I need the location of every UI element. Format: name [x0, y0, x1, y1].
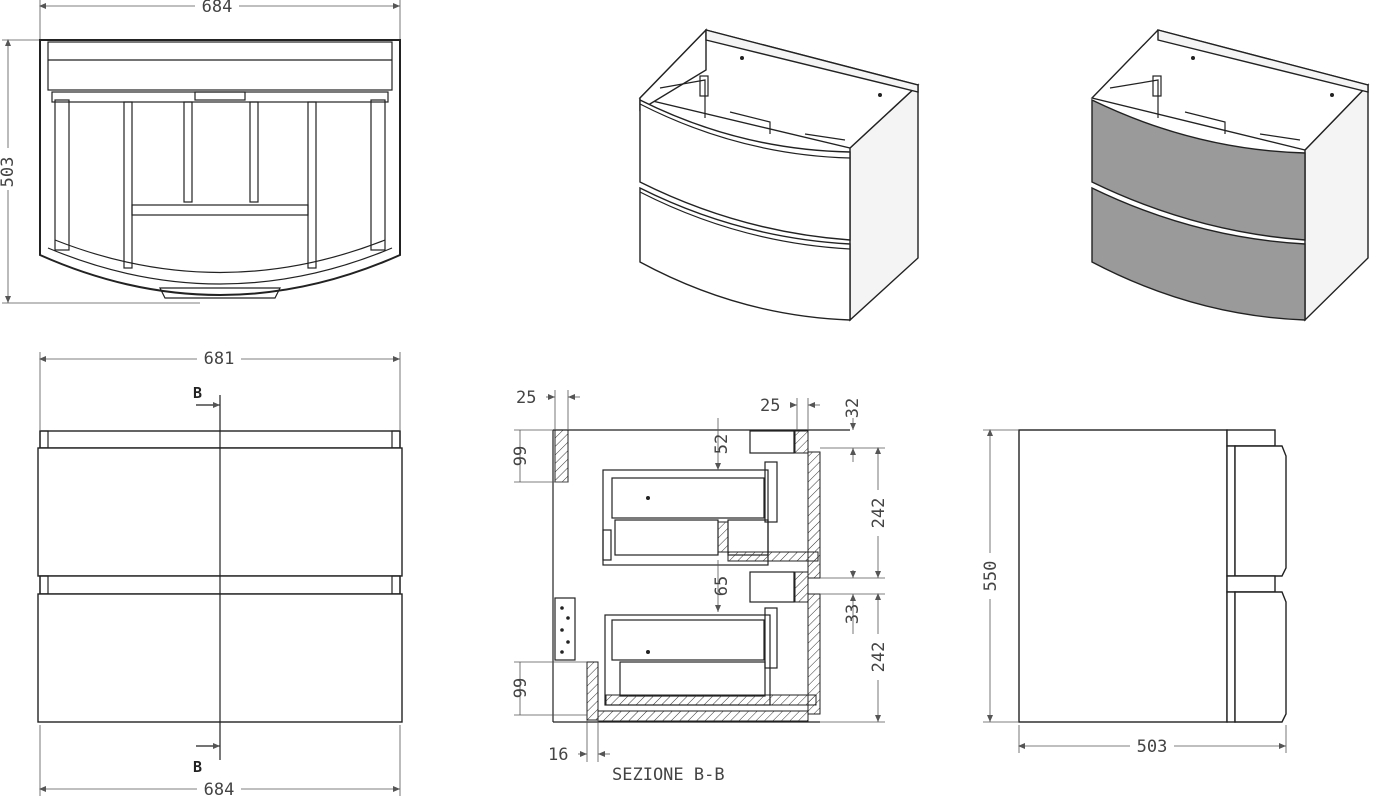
perspective-white	[638, 28, 920, 322]
dim-top-right-b: 32	[843, 398, 863, 418]
top-view: 684 503	[0, 0, 401, 304]
side-view: 550 503	[980, 429, 1287, 757]
dim-top-left: 25	[516, 388, 536, 408]
dim-top-right-a: 25	[760, 396, 780, 416]
section-caption: SEZIONE B-B	[612, 765, 725, 785]
front-view: 681 B B 684	[37, 349, 403, 799]
dim-drawer-mid-gap: 33	[843, 604, 863, 624]
dim-drawer-bottom: 242	[869, 642, 889, 673]
top-outline	[39, 39, 401, 296]
front-top-width-label: 681	[204, 349, 235, 369]
top-width-label: 684	[202, 0, 233, 17]
side-body	[1018, 429, 1228, 723]
dim-gap-top: 52	[712, 434, 732, 454]
side-height-label: 550	[981, 561, 1001, 592]
dim-left-top: 99	[511, 446, 531, 466]
dim-drawer-top: 242	[869, 498, 889, 529]
dim-gap-mid: 65	[712, 576, 732, 596]
section-mark-bottom: B	[193, 758, 202, 776]
section-view: 25 25 32 99 99 52 65 242 33 242	[511, 388, 889, 785]
dim-left-bottom: 99	[511, 678, 531, 698]
front-bottom-width-label: 684	[204, 780, 235, 799]
top-depth-label: 503	[0, 157, 18, 188]
perspective-grey	[1090, 29, 1370, 322]
side-depth-label: 503	[1137, 737, 1168, 757]
section-mark-top: B	[193, 384, 202, 402]
dim-bottom-left: 16	[548, 745, 568, 765]
